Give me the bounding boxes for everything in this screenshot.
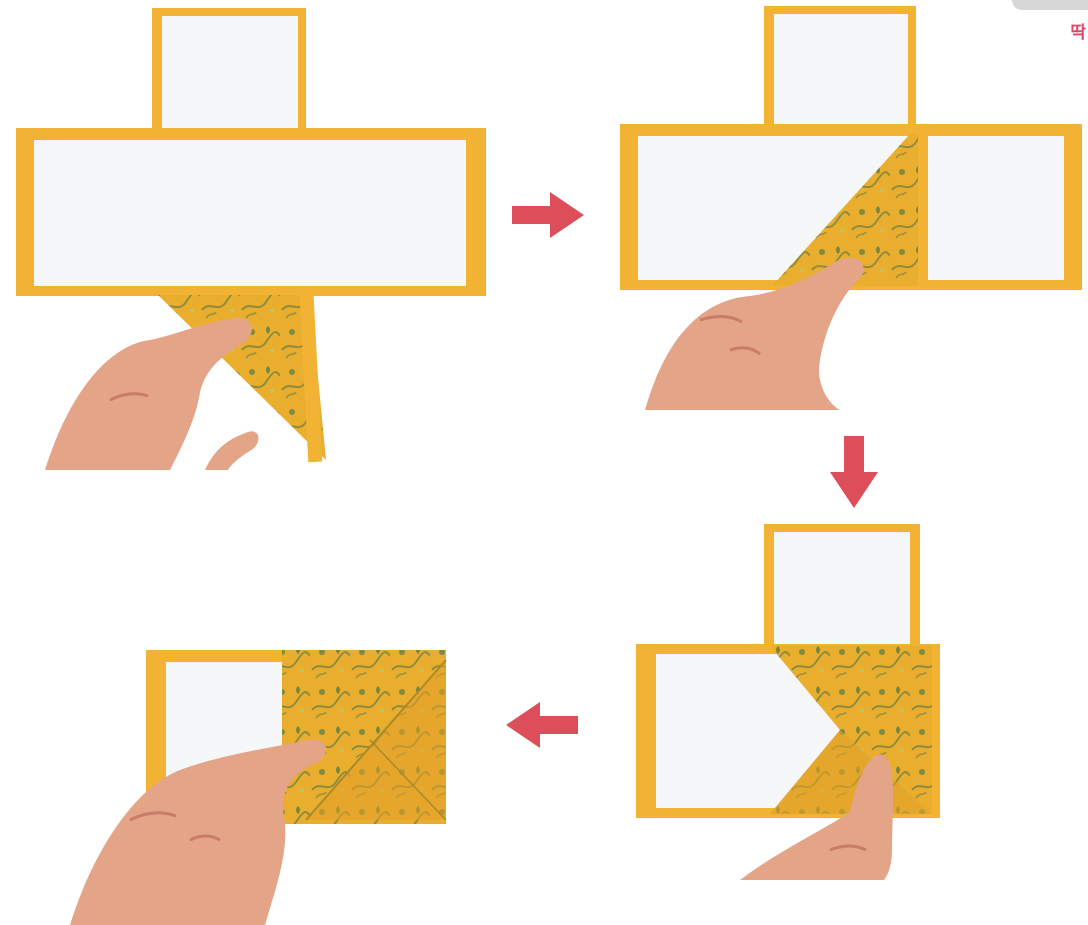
arrow-right-icon bbox=[512, 192, 584, 238]
corner-tab: 딱 bbox=[998, 0, 1088, 50]
arrow-left-icon bbox=[506, 702, 578, 748]
arrow-down-icon bbox=[830, 436, 878, 508]
step-2-photo bbox=[610, 0, 1088, 420]
corner-tab-bar bbox=[1012, 0, 1088, 10]
corner-tab-label: 딱 bbox=[1070, 18, 1086, 43]
step-4-photo bbox=[70, 640, 460, 925]
step-1-photo bbox=[0, 0, 500, 470]
step-3-photo bbox=[630, 520, 950, 880]
